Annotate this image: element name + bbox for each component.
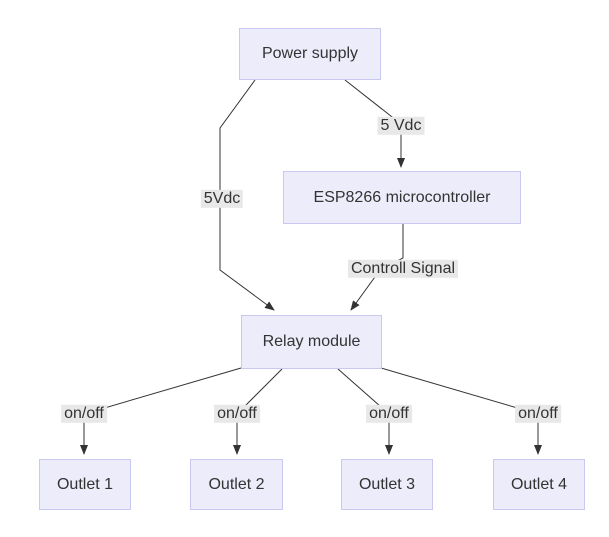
edge-label-5vdc-right: 5 Vdc (377, 116, 425, 136)
node-outlet-2: Outlet 2 (190, 459, 283, 510)
node-power-supply: Power supply (239, 28, 381, 80)
edge-label-onoff-3: on/off (366, 404, 412, 424)
edge-label-onoff-4: on/off (515, 404, 561, 424)
edge-label-onoff-2: on/off (214, 404, 260, 424)
node-outlet-4: Outlet 4 (493, 459, 585, 510)
edge-label-onoff-1: on/off (61, 404, 107, 424)
node-relay-module: Relay module (241, 315, 382, 369)
node-esp8266-microcontroller: ESP8266 microcontroller (283, 171, 521, 224)
edge-label-5vdc-left: 5Vdc (200, 189, 244, 209)
node-outlet-1: Outlet 1 (39, 459, 131, 510)
node-outlet-3: Outlet 3 (341, 459, 433, 510)
edge-label-controll-signal: Controll Signal (347, 259, 459, 279)
